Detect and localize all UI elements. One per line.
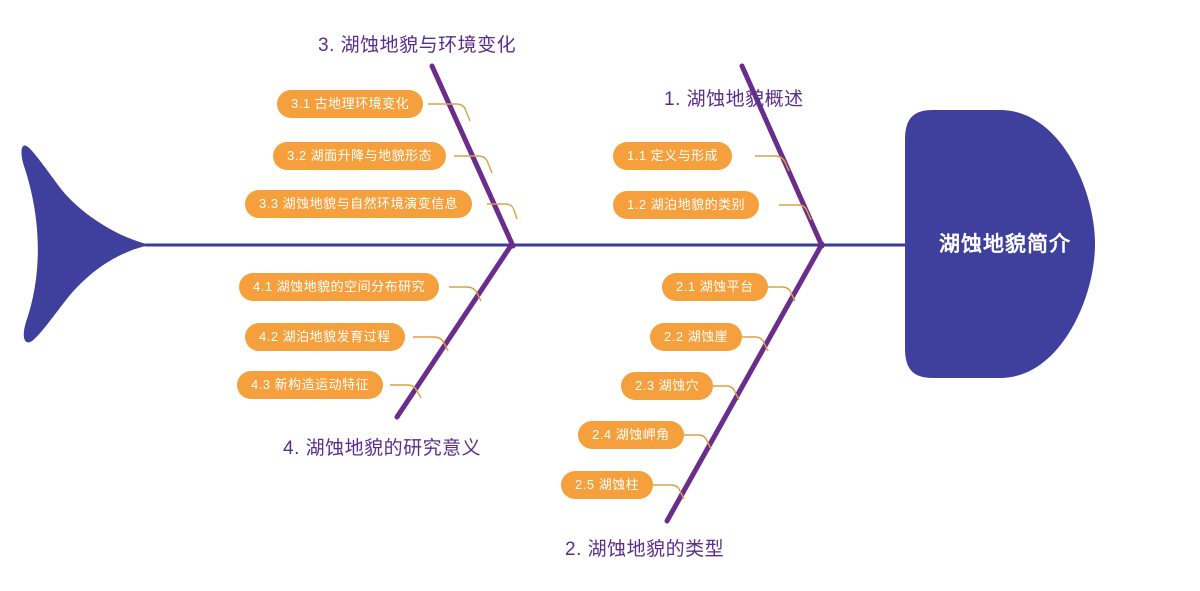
connector-3-1 — [428, 103, 471, 122]
connector-1-1 — [755, 155, 790, 172]
connector-4-1 — [449, 286, 482, 302]
node-1-2[interactable]: 1.2 湖泊地貌的类别 — [613, 191, 760, 219]
connector-2-1 — [762, 286, 796, 302]
connector-4-3 — [390, 384, 422, 399]
category-label-cat-1[interactable]: 1. 湖蚀地貌概述 — [664, 89, 804, 110]
connector-3-3 — [487, 203, 518, 220]
node-1-1[interactable]: 1.1 定义与形成 — [613, 142, 733, 170]
node-4-3[interactable]: 4.3 新构造运动特征 — [237, 371, 384, 399]
node-3-1[interactable]: 3.1 古地理环境变化 — [277, 90, 424, 118]
node-4-2[interactable]: 4.2 湖泊地貌发育过程 — [245, 323, 405, 351]
connector-1-2 — [779, 204, 812, 221]
connector-2-5 — [650, 484, 685, 500]
fish-tail — [21, 145, 151, 343]
category-label-cat-4[interactable]: 4. 湖蚀地貌的研究意义 — [283, 438, 482, 459]
category-label-cat-2[interactable]: 2. 湖蚀地貌的类型 — [565, 539, 725, 560]
branch-line-cat-2 — [664, 241, 825, 524]
connector-2-3 — [705, 385, 740, 401]
connector-3-2 — [454, 155, 493, 174]
fish-head — [905, 110, 1095, 378]
node-4-1[interactable]: 4.1 湖蚀地貌的空间分布研究 — [239, 273, 440, 301]
page-title: 湖蚀地貌简介 — [939, 233, 1071, 256]
node-3-2[interactable]: 3.2 湖面升降与地貌形态 — [273, 142, 447, 170]
node-2-4[interactable]: 2.4 湖蚀岬角 — [578, 421, 684, 449]
node-2-2[interactable]: 2.2 湖蚀崖 — [650, 323, 743, 351]
node-2-5[interactable]: 2.5 湖蚀柱 — [561, 471, 654, 499]
connector-4-2 — [413, 336, 449, 352]
node-2-3[interactable]: 2.3 湖蚀穴 — [621, 372, 714, 400]
connector-2-4 — [677, 434, 712, 450]
connector-2-2 — [734, 336, 769, 352]
node-3-3[interactable]: 3.3 湖蚀地貌与自然环境演变信息 — [245, 190, 473, 218]
branch-line-cat-4 — [394, 241, 515, 420]
node-2-1[interactable]: 2.1 湖蚀平台 — [662, 273, 768, 301]
category-label-cat-3[interactable]: 3. 湖蚀地貌与环境变化 — [318, 35, 517, 56]
